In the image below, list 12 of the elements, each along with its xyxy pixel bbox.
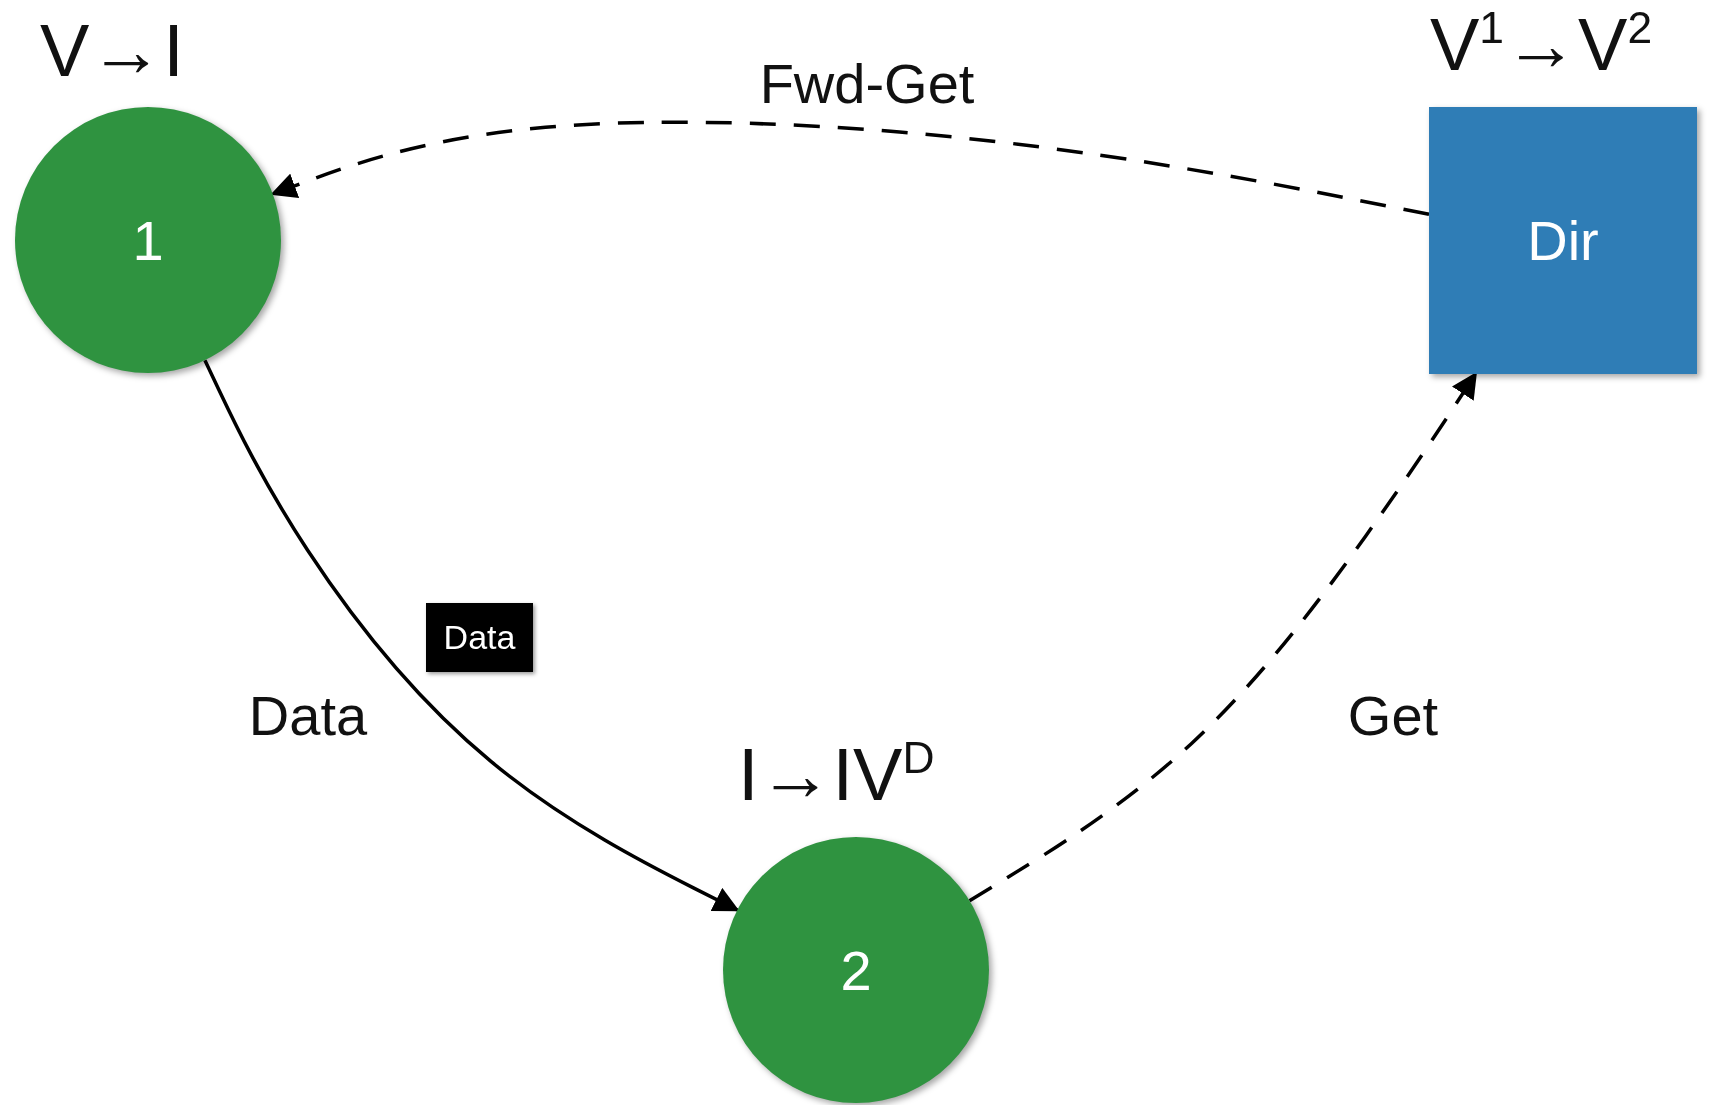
arrow	[203, 359, 740, 912]
edge-label: Fwd-Get	[759, 56, 975, 112]
edge-label: Data	[248, 688, 368, 744]
node-heading: I→IV$^{D}$	[738, 738, 935, 812]
edge-label: Get	[1347, 688, 1439, 744]
directory-box: Dir	[1429, 107, 1697, 374]
node-heading: V→I	[40, 14, 184, 88]
node-circle: 1	[15, 107, 281, 373]
dashed-arrow	[270, 120, 1430, 216]
node-heading: V$^{1}$→V$^{2}$	[1430, 8, 1653, 82]
node-circle: 2	[723, 837, 989, 1103]
tag-box: Data	[426, 603, 533, 672]
